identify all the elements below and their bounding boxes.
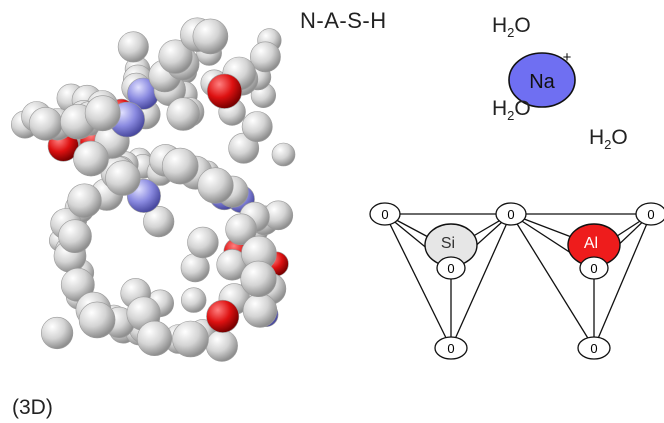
molecule-atom-sphere: [205, 329, 238, 362]
silicon-label: Si: [441, 235, 455, 252]
oxygen-label: 0: [507, 207, 514, 222]
molecule-3d-image: [11, 17, 296, 362]
molecule-atom-sphere: [181, 287, 207, 313]
oxygen-node-si-center: 0: [436, 256, 466, 280]
molecule-atom-sphere: [242, 293, 278, 328]
sodium-ion-circle: [508, 52, 576, 108]
oxygen-node-al-bottom: 0: [577, 336, 611, 360]
sodium-label: Na: [529, 71, 555, 93]
oxygen-label: 0: [447, 261, 454, 276]
molecule-atom-sphere: [271, 142, 296, 167]
molecule-atom-sphere: [73, 140, 109, 177]
molecule-atom-sphere: [172, 320, 209, 358]
oxygen-label: 0: [647, 207, 654, 222]
tetrahedra-network: Si Al 0 0 0 0 0 0: [369, 202, 664, 360]
molecule-atom-sphere: [197, 167, 234, 204]
oxygen-label: 0: [590, 261, 597, 276]
molecule-atom-sphere: [78, 301, 116, 339]
oxygen-node-top-left: 0: [369, 202, 401, 226]
molecule-atom-sphere: [225, 213, 257, 246]
molecule-atom-sphere: [240, 260, 277, 298]
molecule-atom-sphere: [105, 160, 141, 196]
silicon-atom: Si: [424, 223, 478, 267]
molecule-atom-sphere: [136, 320, 173, 357]
oxygen-node-top-right: 0: [635, 202, 664, 226]
molecule-atom-sphere: [28, 107, 63, 141]
molecule-atom-sphere: [206, 299, 240, 333]
aluminum-label: Al: [584, 235, 598, 252]
molecule-atom-sphere: [84, 95, 121, 132]
water-molecule-label: H2O: [492, 97, 531, 124]
oxygen-node-si-bottom: 0: [434, 336, 468, 360]
molecule-atom-sphere: [249, 41, 281, 73]
oxygen-label: 0: [381, 207, 388, 222]
water-molecule-label: H2O: [492, 14, 531, 41]
water-molecule-label: H2O: [589, 126, 628, 153]
molecule-atom-sphere: [206, 73, 243, 109]
view-label-3d: (3D): [12, 396, 53, 419]
molecule-atom-sphere: [143, 206, 175, 238]
molecule-atom-sphere: [117, 31, 149, 63]
oxygen-node-al-center: 0: [579, 256, 609, 280]
oxygen-label: 0: [447, 341, 454, 356]
oxygen-label: 0: [590, 341, 597, 356]
sodium-ion: Na +: [508, 49, 576, 108]
aluminum-atom: Al: [567, 223, 621, 267]
molecule-atom-sphere: [192, 18, 229, 55]
molecule-atom-sphere: [187, 226, 219, 259]
molecule-atom-sphere: [58, 219, 92, 253]
molecule-atom-sphere: [67, 183, 102, 218]
molecule-atom-sphere: [40, 316, 74, 350]
molecule-atom-sphere: [166, 97, 200, 131]
diagram-title: N-A-S-H: [300, 8, 387, 33]
oxygen-node-top-middle: 0: [495, 202, 527, 226]
molecule-atom-sphere: [161, 147, 199, 185]
sodium-charge: +: [563, 49, 572, 66]
molecule-atom-sphere: [241, 111, 273, 143]
molecule-atom-sphere: [158, 39, 193, 74]
